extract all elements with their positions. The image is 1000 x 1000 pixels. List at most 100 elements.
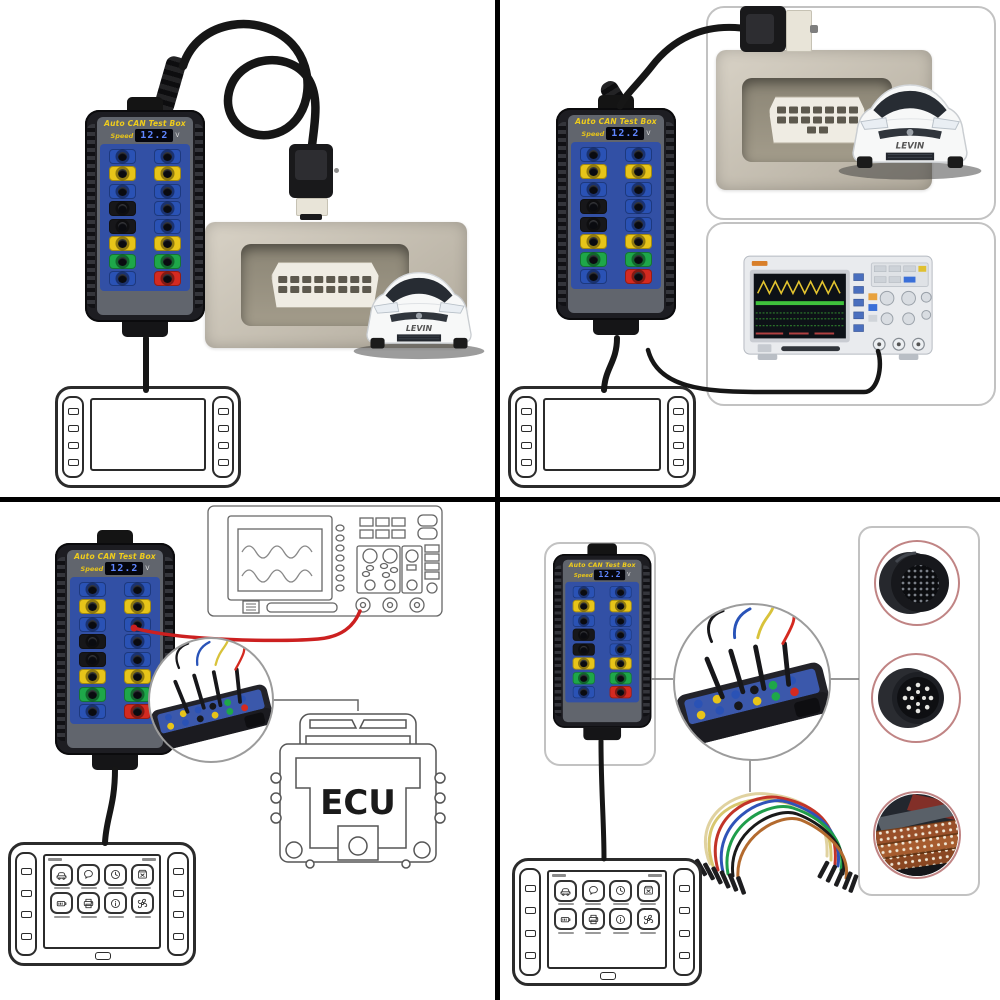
- can-test-box: Auto CAN Test Box Speed 12.2 V: [85, 97, 205, 337]
- app-icon-settings: [131, 892, 154, 918]
- socket-red: [625, 269, 652, 284]
- socket-green: [109, 253, 136, 269]
- tr-device-to-tablet-cable: [601, 335, 620, 393]
- svg-text:LEVIN: LEVIN: [406, 324, 433, 333]
- app-icon-history: [104, 863, 127, 889]
- app-icon-settings: [636, 908, 661, 934]
- device-title: Auto CAN Test Box: [74, 552, 156, 561]
- voltage-unit: V: [646, 130, 651, 137]
- voltage-unit: V: [145, 565, 150, 572]
- socket-blue: [79, 616, 106, 632]
- socket-green: [625, 251, 652, 267]
- socket-black: [572, 642, 595, 656]
- socket-green: [580, 251, 607, 267]
- socket-blue: [625, 216, 652, 232]
- device-speed-label: Speed: [581, 129, 605, 138]
- socket-yellow: [625, 234, 652, 249]
- device-top-stub: [97, 530, 133, 546]
- device-bottom-connector: [92, 755, 138, 770]
- app-icon-vehicle: [50, 863, 73, 889]
- socket-blue: [154, 201, 181, 216]
- horizontal-divider: [0, 497, 1000, 502]
- device-title: Auto CAN Test Box: [575, 117, 657, 126]
- socket-blue: [109, 271, 136, 286]
- socket-blue: [625, 199, 652, 214]
- device-body: Auto CAN Test Box Speed 12.2 V: [85, 110, 205, 322]
- banana-socket-grid: [100, 144, 190, 291]
- round-14-pin-connector: [871, 653, 961, 743]
- app-icon-history: [609, 879, 633, 905]
- app-icon-package: [636, 879, 661, 905]
- voltage-unit: V: [175, 132, 180, 139]
- socket-blue: [154, 218, 181, 234]
- app-icon-printer: [77, 892, 100, 918]
- app-icon-printer: [581, 908, 606, 934]
- obd-male-plug: [740, 6, 822, 54]
- tablet-right-grip: [212, 396, 234, 478]
- adapter-connector-photos: [871, 540, 961, 879]
- socket-yellow: [154, 236, 181, 251]
- ecu-label: ECU: [320, 783, 396, 823]
- home-button: [95, 952, 111, 960]
- socket-blue: [609, 628, 632, 641]
- ecu-line-drawing: ECU: [270, 713, 446, 869]
- socket-black: [580, 199, 607, 214]
- car-photo: LEVIN: [353, 271, 485, 360]
- banana-socket-grid: [571, 142, 661, 289]
- tablet-left-grip: [15, 852, 37, 956]
- device-top-stub: [587, 543, 617, 557]
- obd-port-recess: [241, 244, 409, 326]
- socket-green: [124, 686, 151, 702]
- device-body: Auto CAN Test Box Speed 12.2 V: [553, 554, 652, 728]
- tablet-screen: [90, 398, 206, 471]
- app-icon-grid: [45, 863, 159, 919]
- socket-blue: [625, 146, 652, 162]
- device-title: Auto CAN Test Box: [568, 561, 636, 569]
- socket-yellow: [580, 234, 607, 249]
- round-multi-pin-connector: [874, 540, 960, 626]
- socket-black: [109, 218, 136, 234]
- socket-red: [154, 271, 181, 286]
- device-speed-label: Speed: [573, 571, 593, 579]
- app-icon-chat: [581, 879, 606, 905]
- device-title: Auto CAN Test Box: [104, 119, 186, 128]
- socket-blue: [124, 651, 151, 667]
- device-speed-label: Speed: [110, 131, 134, 140]
- banana-socket-grid: [70, 577, 160, 724]
- probe-closeup-inset: [673, 603, 831, 761]
- socket-blue: [572, 585, 595, 598]
- tablet-right-grip: [673, 868, 695, 976]
- voltage-display: 12.2: [135, 129, 174, 142]
- socket-yellow: [580, 164, 607, 179]
- socket-blue: [580, 269, 607, 284]
- socket-blue: [79, 581, 106, 597]
- socket-black: [572, 628, 595, 641]
- socket-black: [109, 201, 136, 216]
- socket-black: [79, 634, 106, 649]
- jumper-wires-photo: [694, 792, 859, 895]
- voltage-unit: V: [627, 572, 631, 578]
- socket-blue: [625, 181, 652, 197]
- diagnostic-tablet: [55, 386, 241, 488]
- app-icon-battery: [50, 892, 73, 918]
- device-top-stub: [127, 97, 163, 113]
- socket-blue: [609, 642, 632, 656]
- tablet-left-grip: [519, 868, 541, 976]
- tablet-right-grip: [667, 396, 689, 478]
- oscilloscope-line-drawing: [207, 505, 443, 617]
- tablet-right-grip: [167, 852, 189, 956]
- can-test-box: Auto CAN Test Box Speed 12.2 V: [553, 543, 652, 741]
- diagnostic-tablet: [508, 386, 696, 488]
- socket-yellow: [109, 166, 136, 181]
- banana-socket-grid: [565, 581, 640, 703]
- socket-blue: [124, 581, 151, 597]
- tablet-left-grip: [62, 396, 84, 478]
- socket-blue: [124, 616, 151, 632]
- app-icon-package: [131, 863, 154, 889]
- socket-red: [609, 686, 632, 699]
- obd-female-connector: [271, 262, 379, 308]
- socket-blue: [109, 183, 136, 199]
- probe-closeup-inset: [148, 637, 274, 763]
- home-button: [600, 972, 616, 980]
